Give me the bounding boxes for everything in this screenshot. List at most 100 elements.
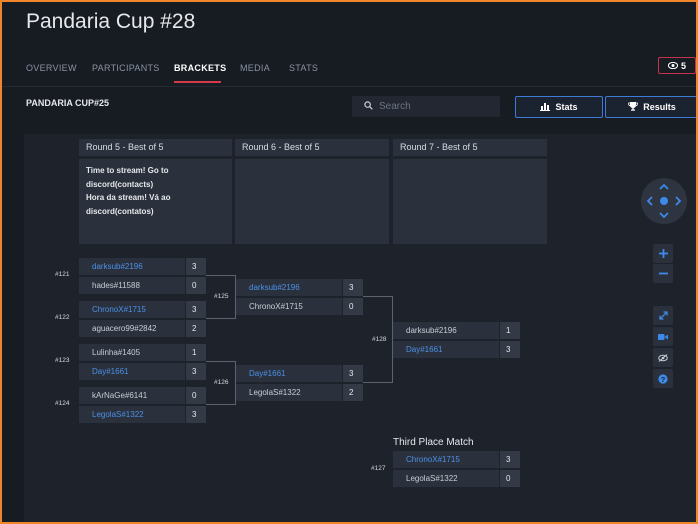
- dpad-right-icon[interactable]: [675, 196, 682, 206]
- stream-button[interactable]: [653, 327, 673, 346]
- round-6-header: Round 6 - Best of 5: [235, 139, 389, 156]
- active-tab-indicator: [174, 81, 221, 83]
- round-6-note: [235, 159, 389, 244]
- round-5-note-line: discord(contatos): [86, 206, 154, 216]
- player-score: 3: [186, 363, 206, 380]
- player-name: Lulinha#1405: [79, 344, 185, 361]
- stats-button-label: Stats: [555, 102, 578, 112]
- player-score: 2: [343, 384, 363, 401]
- help-button[interactable]: ?: [653, 369, 673, 388]
- dpad-up-icon[interactable]: [659, 183, 669, 190]
- player-score: 3: [343, 279, 363, 296]
- match-number: #122: [55, 314, 70, 321]
- bracket-connector: [363, 382, 393, 383]
- viewer-count: 5: [680, 60, 686, 71]
- round-5-note-line: Hora da stream! Vá ao: [86, 193, 171, 202]
- bracket-connector: [363, 296, 393, 297]
- match-number: #126: [214, 379, 229, 386]
- player-score: 3: [500, 341, 520, 358]
- bracket-connector: [392, 296, 393, 383]
- player-name: LegolaS#1322: [393, 470, 499, 487]
- player-name: Day#1661: [236, 365, 342, 382]
- match-number: #127: [371, 465, 386, 472]
- round-5-note-line: Time to stream! Go to: [86, 166, 169, 175]
- bar-chart-icon: [540, 102, 551, 113]
- tab-media[interactable]: MEDIA: [240, 63, 271, 73]
- help-icon: ?: [658, 373, 668, 383]
- bracket-name: PANDARIA CUP#25: [26, 98, 110, 108]
- bracket-canvas[interactable]: Round 5 - Best of 5 Round 6 - Best of 5 …: [24, 134, 696, 522]
- page-title: Pandaria Cup #28: [26, 10, 196, 33]
- match-number: #124: [55, 400, 70, 407]
- pan-control: [641, 178, 687, 224]
- zoom-out-icon: [658, 272, 668, 275]
- stats-button[interactable]: Stats: [515, 96, 603, 118]
- tab-stats[interactable]: STATS: [289, 63, 319, 73]
- player-score: 3: [500, 451, 520, 468]
- player-name: ChronoX#1715: [79, 301, 185, 318]
- svg-text:?: ?: [661, 374, 666, 383]
- zoom-in-icon: [658, 249, 668, 258]
- player-score: 2: [186, 320, 206, 337]
- player-score: 0: [186, 387, 206, 404]
- round-7-header: Round 7 - Best of 5: [393, 139, 547, 156]
- search-box[interactable]: Search: [352, 96, 500, 117]
- tab-bar: OVERVIEW PARTICIPANTS BRACKETS MEDIA STA…: [2, 56, 696, 86]
- player-name: Day#1661: [393, 341, 499, 358]
- round-5-note-line: discord(contacts): [86, 179, 154, 189]
- player-name: aguacero99#2842: [79, 320, 185, 337]
- fullscreen-button[interactable]: [653, 306, 673, 325]
- player-name: LegolaS#1322: [79, 406, 185, 423]
- player-score: 1: [500, 322, 520, 339]
- bracket-connector: [235, 361, 236, 405]
- player-name: ChronoX#1715: [236, 298, 342, 315]
- player-score: 3: [186, 406, 206, 423]
- player-name: darksub#2196: [393, 322, 499, 339]
- player-name: kArNaGe#6141: [79, 387, 185, 404]
- match-number: #128: [372, 336, 387, 343]
- round-5-note: Time to stream! Go to discord(contacts) …: [79, 159, 232, 244]
- hide-icon: [658, 353, 668, 362]
- match-number: #125: [214, 293, 229, 300]
- hide-button[interactable]: [653, 348, 673, 367]
- video-icon: [658, 333, 668, 340]
- tab-brackets[interactable]: BRACKETS: [174, 63, 227, 73]
- player-score: 0: [500, 470, 520, 487]
- tab-participants[interactable]: PARTICIPANTS: [92, 63, 160, 73]
- player-name: darksub#2196: [236, 279, 342, 296]
- player-score: 1: [186, 344, 206, 361]
- player-name: LegolaS#1322: [236, 384, 342, 401]
- expand-icon: [658, 311, 668, 320]
- player-name: ChronoX#1715: [393, 451, 499, 468]
- player-name: Day#1661: [79, 363, 185, 380]
- results-button[interactable]: Results: [605, 96, 696, 118]
- player-score: 0: [186, 277, 206, 294]
- round-5-header: Round 5 - Best of 5: [79, 139, 232, 156]
- dpad-left-icon[interactable]: [646, 196, 653, 206]
- trophy-icon: [628, 101, 639, 113]
- round-7-note: [393, 159, 547, 244]
- search-input[interactable]: Search: [379, 101, 411, 112]
- third-place-label: Third Place Match: [393, 437, 474, 448]
- player-score: 3: [186, 301, 206, 318]
- player-name: darksub#2196: [79, 258, 185, 275]
- zoom-in-button[interactable]: [653, 244, 673, 263]
- eye-icon: [667, 61, 679, 71]
- dpad-down-icon[interactable]: [659, 212, 669, 219]
- bracket-connector: [206, 275, 236, 276]
- player-score: 3: [186, 258, 206, 275]
- bracket-connector: [235, 275, 236, 319]
- match-number: #121: [55, 271, 70, 278]
- player-name: hades#11588: [79, 277, 185, 294]
- nav-divider: [2, 86, 696, 87]
- viewer-count-badge[interactable]: 5: [658, 57, 696, 74]
- zoom-out-button[interactable]: [653, 264, 673, 283]
- tab-overview[interactable]: OVERVIEW: [26, 63, 77, 73]
- player-score: 0: [343, 298, 363, 315]
- bracket-connector: [206, 318, 236, 319]
- dpad-center-icon[interactable]: [660, 197, 668, 205]
- bracket-connector: [206, 404, 236, 405]
- bracket-connector: [206, 361, 236, 362]
- results-button-label: Results: [643, 102, 676, 112]
